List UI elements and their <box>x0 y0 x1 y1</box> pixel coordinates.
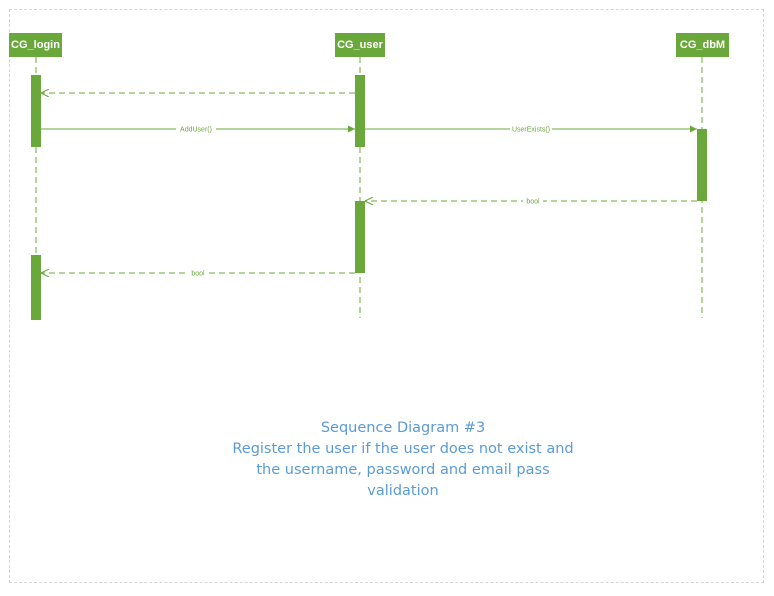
activation-user-1 <box>355 75 365 147</box>
caption-line-2: Register the user if the user does not e… <box>232 441 574 457</box>
diagram-frame <box>9 9 764 583</box>
caption-line-3: the username, password and email pass <box>256 462 550 478</box>
activation-dbm-1 <box>697 129 707 201</box>
message-bool-user-label: bool <box>526 199 540 206</box>
diagram-caption: Sequence Diagram #3 Register the user if… <box>203 418 603 502</box>
activation-login-1 <box>31 75 41 147</box>
message-adduser-label-bg <box>176 124 216 134</box>
message-userexists-label-bg <box>510 124 552 134</box>
caption-line-4: validation <box>367 483 439 499</box>
message-bool-login-label-bg <box>188 268 208 278</box>
message-bool-user-label-bg <box>523 196 543 206</box>
message-adduser-label: AddUser() <box>180 127 212 134</box>
activation-user-2 <box>355 201 365 273</box>
lifeline-dbm-head: CG_dbM <box>676 33 729 57</box>
activation-login-2 <box>31 255 41 320</box>
lifeline-login-head: CG_login <box>9 33 62 57</box>
caption-title: Sequence Diagram #3 <box>320 420 486 436</box>
message-userexists-label: UserExists() <box>512 127 550 134</box>
message-bool-login-label: bool <box>191 271 205 278</box>
lifeline-user-head: CG_user <box>335 33 385 57</box>
